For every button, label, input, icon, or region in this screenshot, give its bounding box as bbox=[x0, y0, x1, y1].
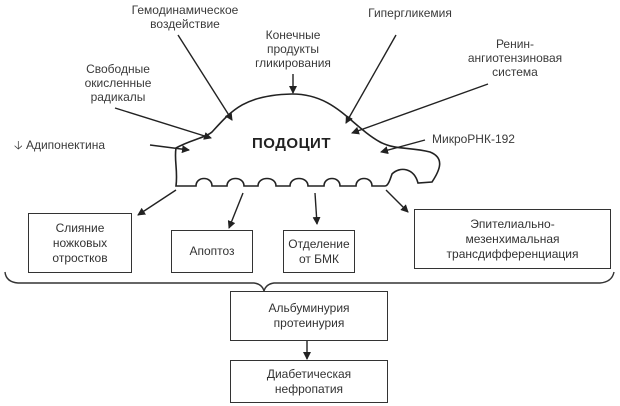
factor-adiponectin: 🡣 Адипонектина bbox=[14, 138, 144, 152]
result-albuminuria: Альбуминурия протеинурия bbox=[230, 291, 388, 341]
arrow-hemodynamic bbox=[177, 34, 233, 121]
arrow-to-fusion bbox=[137, 189, 177, 216]
final-nephropathy: Диабетическая нефропатия bbox=[230, 360, 388, 403]
down-arrow-icon: 🡣 bbox=[14, 138, 23, 152]
arrow-mirna bbox=[380, 139, 426, 155]
outcome-emt: Эпителиально- мезенхимальная трансдиффер… bbox=[414, 209, 611, 269]
arrow-ras bbox=[351, 83, 489, 135]
factor-adiponectin-text: Адипонектина bbox=[25, 138, 106, 152]
factor-hemodynamic: Гемодинамическое воздействие bbox=[131, 3, 239, 31]
arrow-radicals bbox=[114, 107, 212, 140]
grouping-brace bbox=[4, 271, 615, 294]
arrow-to-emt bbox=[385, 189, 409, 213]
arrow-to-apoptosis bbox=[227, 192, 244, 229]
arrow-adiponectin bbox=[149, 144, 190, 154]
arrow-to-detachment bbox=[312, 192, 321, 225]
factor-hyperglycemia: Гипергликемия bbox=[368, 6, 452, 20]
factor-mirna: МикроРНК-192 bbox=[432, 132, 515, 146]
factor-ras: Ренин- ангиотензиновая система bbox=[467, 37, 563, 79]
outcome-apoptosis: Апоптоз bbox=[171, 230, 253, 273]
factor-age: Конечные продукты гликирования bbox=[255, 28, 331, 70]
arrow-hyperglycemia bbox=[345, 34, 397, 124]
outcome-detachment: Отделение от БМК bbox=[283, 230, 355, 273]
podocyte-cell-shape bbox=[174, 93, 441, 187]
podocyte-label: ПОДОЦИТ bbox=[252, 135, 332, 152]
factor-radicals: Свободные окисленные радикалы bbox=[84, 62, 152, 104]
outcome-fusion: Слияние ножковых отростков bbox=[28, 213, 132, 273]
